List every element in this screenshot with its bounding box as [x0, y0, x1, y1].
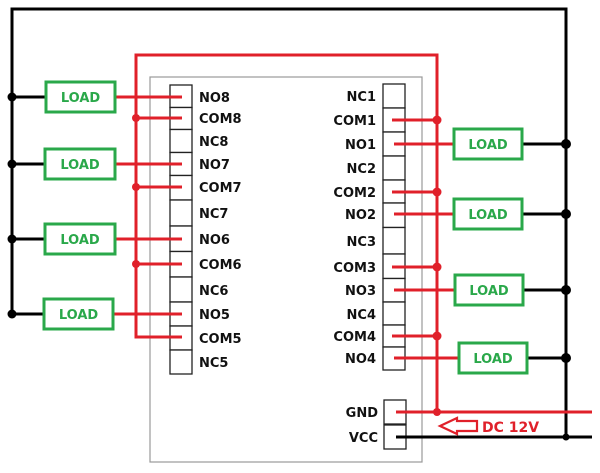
junction-vcc [562, 433, 570, 441]
junction-dots [7, 92, 571, 441]
junction-left-rail-4 [7, 309, 17, 319]
terminal-label-no5: NO5 [199, 308, 230, 323]
terminal-label-com4: COM4 [333, 330, 376, 345]
power-terminal-block: GND VCC [346, 399, 407, 450]
terminal-label-gnd: GND [346, 406, 379, 421]
junction-right-rail-3 [561, 285, 571, 295]
junction-left-rail-1 [7, 92, 17, 102]
terminal-nc8 [169, 128, 193, 154]
load-label: LOAD [473, 352, 513, 367]
dc-power-indicator: DC 12V [437, 416, 539, 436]
gnd-wiring [113, 53, 592, 414]
left-arrow-icon [437, 416, 479, 436]
junction-right-rail-2 [561, 209, 571, 219]
terminal-label-no2: NO2 [345, 208, 376, 223]
terminal-label-no6: NO6 [199, 233, 230, 248]
terminal-nc7 [169, 199, 193, 227]
terminal-label-no4: NO4 [345, 352, 376, 367]
load-box-no3 [453, 273, 525, 307]
terminal-label-com8: COM8 [199, 112, 242, 127]
terminal-label-nc7: NC7 [199, 207, 228, 222]
junction-com4 [432, 331, 442, 341]
load-box-no8 [44, 80, 117, 114]
terminal-label-nc2: NC2 [347, 162, 376, 177]
gnd-bus-loop [134, 53, 439, 412]
terminal-label-com7: COM7 [199, 181, 242, 196]
terminal-nc5 [169, 349, 193, 375]
terminal-nc6 [169, 276, 193, 303]
terminal-label-no8: NO8 [199, 91, 230, 106]
terminal-label-nc5: NC5 [199, 356, 228, 371]
junction-gnd [433, 408, 441, 416]
junction-left-rail-3 [7, 234, 17, 244]
load-box-no7 [43, 147, 117, 181]
terminal-label-com6: COM6 [199, 258, 242, 273]
terminal-nc2 [382, 155, 406, 181]
load-box-no1 [452, 127, 524, 161]
terminal-label-nc3: NC3 [347, 235, 376, 250]
junction-com2 [432, 187, 442, 197]
junction-com3 [432, 262, 442, 272]
right-loads: LOAD LOAD LOAD LOAD [452, 127, 529, 375]
junction-com7 [132, 183, 140, 191]
load-label: LOAD [469, 284, 509, 299]
junction-com1 [432, 115, 442, 125]
terminal-nc3 [382, 226, 406, 255]
terminal-label-nc1: NC1 [347, 90, 376, 105]
terminal-label-no1: NO1 [345, 138, 376, 153]
load-box-no6 [43, 222, 117, 256]
terminal-label-nc4: NC4 [347, 308, 376, 323]
load-box-no5 [42, 297, 115, 331]
terminal-label-nc6: NC6 [199, 284, 228, 299]
terminal-label-com2: COM2 [333, 186, 376, 201]
terminal-label-no7: NO7 [199, 158, 230, 173]
load-label: LOAD [468, 138, 508, 153]
junction-com8 [132, 114, 140, 122]
terminal-nc1 [382, 83, 406, 109]
terminal-nc4 [382, 301, 406, 326]
load-box-no4 [457, 341, 529, 375]
terminal-label-com5: COM5 [199, 332, 242, 347]
junction-right-rail-1 [561, 139, 571, 149]
load-label: LOAD [61, 91, 101, 106]
junction-com6 [132, 260, 140, 268]
terminal-label-com3: COM3 [333, 261, 376, 276]
terminal-label-no3: NO3 [345, 284, 376, 299]
terminal-label-nc8: NC8 [199, 135, 228, 150]
load-label: LOAD [468, 208, 508, 223]
load-label: LOAD [60, 233, 100, 248]
load-label: LOAD [59, 308, 99, 323]
relay-module-outline [149, 76, 423, 463]
junction-left-rail-2 [7, 159, 17, 169]
load-box-no2 [452, 197, 524, 231]
terminal-label-vcc: VCC [349, 431, 378, 446]
terminal-label-com1: COM1 [333, 114, 376, 129]
junction-right-rail-4 [561, 353, 571, 363]
left-loads: LOAD LOAD LOAD LOAD [42, 80, 117, 331]
load-label: LOAD [60, 158, 100, 173]
dc-voltage-label: DC 12V [482, 420, 539, 436]
